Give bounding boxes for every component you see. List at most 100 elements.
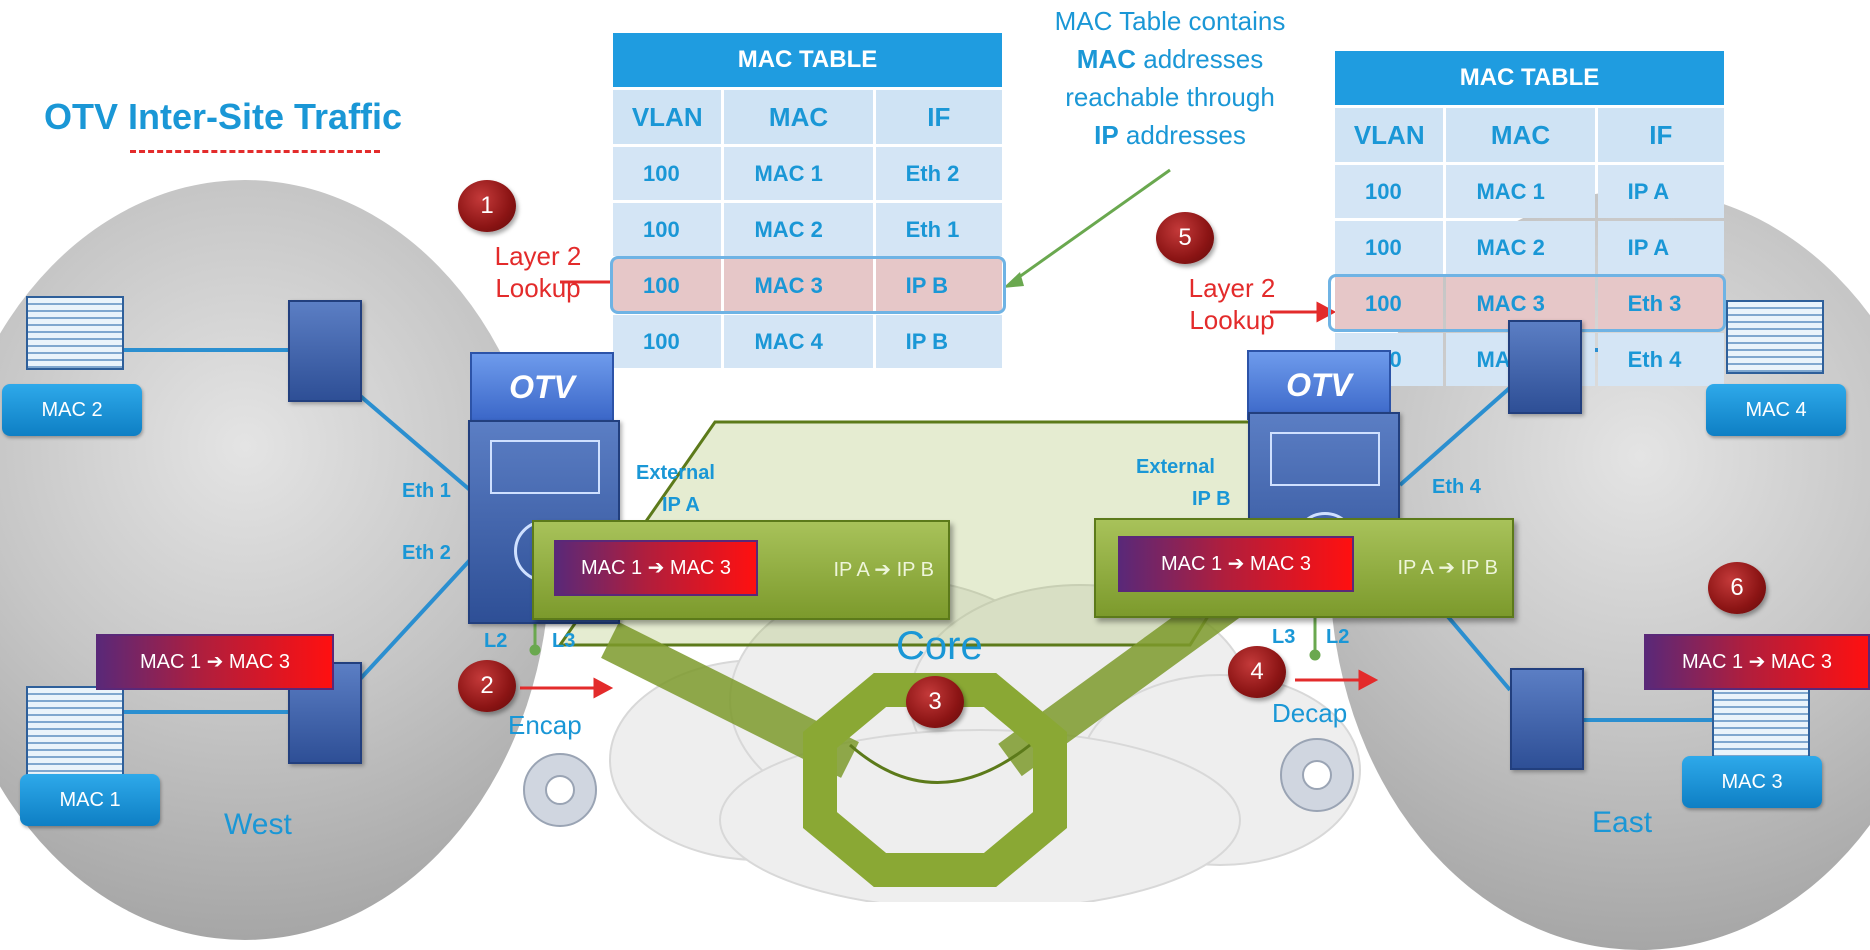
east-encap-packet: MAC 1 ➔ MAC 3 IP A ➔ IP B (1094, 518, 1514, 618)
east-switch-bottom-icon (1510, 668, 1584, 770)
west-packet-inner-frame: MAC 1 ➔ MAC 3 (554, 540, 758, 596)
callout-arrow (1011, 168, 1171, 284)
gear-east-icon (1280, 738, 1354, 812)
east-otv-cube: OTV (1247, 350, 1391, 420)
table-cell: MAC 4 (724, 315, 873, 368)
table-cell: Eth 2 (875, 147, 1002, 200)
step-2-badge: 2 (458, 660, 516, 712)
callout-line-1: MAC Table contains (1054, 6, 1286, 36)
table-row: 100 MAC 1 Eth 2 (613, 147, 1002, 200)
east-site-label: East (1592, 806, 1653, 839)
table-cell: 100 (613, 147, 722, 200)
west-layer2-lookup-label: Layer 2 Lookup (478, 240, 598, 304)
east-packet-ip-header: IP A ➔ IP B (1397, 557, 1498, 579)
callout-line-2-rest: addresses (1136, 44, 1264, 74)
west-header-vlan: VLAN (613, 90, 722, 144)
table-cell: Eth 3 (1597, 277, 1724, 330)
step-6-badge: 6 (1708, 562, 1766, 614)
table-cell: 100 (613, 315, 722, 368)
callout-line-4: IP addresses (1030, 116, 1310, 154)
step-1-badge: 1 (458, 180, 516, 232)
table-cell: Eth 1 (875, 203, 1002, 256)
encap-label: Encap (508, 710, 582, 740)
west-table-caption: MAC TABLE (613, 33, 1002, 87)
callout-text: MAC Table contains MAC addresses reachab… (1030, 2, 1310, 154)
west-l3-label: L3 (552, 630, 576, 652)
server-mac2-icon (26, 296, 124, 370)
eth4-label: Eth 4 (1432, 476, 1481, 498)
west-header-mac: MAC (724, 90, 873, 144)
table-cell: IP B (875, 259, 1002, 312)
east-layer2-lookup-label: Layer 2 Lookup (1172, 272, 1292, 336)
step-3-badge: 3 (906, 676, 964, 728)
table-cell: IP B (875, 315, 1002, 368)
west-layer2-line1: Layer 2 (494, 241, 582, 271)
table-cell: Eth 4 (1597, 333, 1724, 386)
server-mac4-icon (1726, 300, 1824, 374)
host-mac1: MAC 1 (20, 774, 160, 826)
table-cell: MAC 2 (1446, 221, 1595, 274)
eth2-label: Eth 2 (402, 542, 451, 564)
table-row: 100 MAC 2 IP A (1335, 221, 1724, 274)
east-layer2-line1: Layer 2 (1188, 273, 1276, 303)
host-mac2: MAC 2 (2, 384, 142, 436)
table-cell: 100 (613, 203, 722, 256)
callout-mac-bold: MAC (1076, 44, 1137, 74)
east-layer2-line2: Lookup (1189, 305, 1275, 335)
table-row: 100 MAC 4 IP B (613, 315, 1002, 368)
table-cell: IP A (1597, 221, 1724, 274)
east-header-vlan: VLAN (1335, 108, 1444, 162)
eth1-label: Eth 1 (402, 480, 451, 502)
east-table-caption: MAC TABLE (1335, 51, 1724, 105)
east-header-mac: MAC (1446, 108, 1595, 162)
west-highlight-frame (610, 256, 1006, 314)
table-row: 100 MAC 1 IP A (1335, 165, 1724, 218)
west-layer2-line2: Lookup (495, 273, 581, 303)
callout-line-2: MAC addresses (1030, 40, 1310, 78)
west-ip-a-label: IP A (662, 494, 700, 516)
server-mac3-icon (1712, 678, 1810, 768)
table-cell: MAC 1 (724, 147, 873, 200)
west-l2-label: L2 (484, 630, 508, 652)
table-cell: IP A (1597, 165, 1724, 218)
table-cell: MAC 2 (724, 203, 873, 256)
east-host-frame: MAC 1 ➔ MAC 3 (1644, 634, 1870, 690)
host-mac4: MAC 4 (1706, 384, 1846, 436)
west-switch-top-icon (288, 300, 362, 402)
callout-line-3: reachable through (1065, 82, 1275, 112)
table-row-highlighted: 100 MAC 3 IP B (613, 259, 1002, 312)
east-otv-label: OTV (1286, 367, 1352, 403)
east-l3-label: L3 (1272, 626, 1296, 648)
west-packet-ip-header: IP A ➔ IP B (833, 559, 934, 581)
callout-ip-bold: IP (1094, 120, 1119, 150)
decap-label: Decap (1272, 698, 1348, 728)
table-cell: MAC 3 (724, 259, 873, 312)
west-mac-table: MAC TABLE VLAN MAC IF 100 MAC 1 Eth 2 10… (610, 30, 1005, 371)
west-otv-cube: OTV (470, 352, 614, 422)
east-l2-label: L2 (1326, 626, 1350, 648)
west-otv-label: OTV (509, 369, 575, 405)
core-router (803, 673, 1067, 887)
core-label: Core (896, 624, 983, 668)
gear-west-icon (523, 753, 597, 827)
title-underline (130, 150, 380, 153)
east-switch-top-icon (1508, 320, 1582, 414)
west-site-label: West (224, 808, 292, 841)
page-title: OTV Inter-Site Traffic (44, 96, 403, 137)
table-cell: 100 (1335, 165, 1444, 218)
east-ip-b-label: IP B (1192, 488, 1231, 510)
step-4-badge: 4 (1228, 646, 1286, 698)
table-cell: 100 (1335, 277, 1444, 330)
table-cell: MAC 1 (1446, 165, 1595, 218)
east-packet-inner-frame: MAC 1 ➔ MAC 3 (1118, 536, 1354, 592)
west-header-if: IF (875, 90, 1002, 144)
host-mac3: MAC 3 (1682, 756, 1822, 808)
table-cell: 100 (1335, 221, 1444, 274)
table-row: 100 MAC 2 Eth 1 (613, 203, 1002, 256)
east-external-label: External (1136, 456, 1215, 478)
east-header-if: IF (1597, 108, 1724, 162)
server-mac1-icon (26, 686, 124, 776)
step-5-badge: 5 (1156, 212, 1214, 264)
west-host-frame: MAC 1 ➔ MAC 3 (96, 634, 334, 690)
table-cell: 100 (613, 259, 722, 312)
